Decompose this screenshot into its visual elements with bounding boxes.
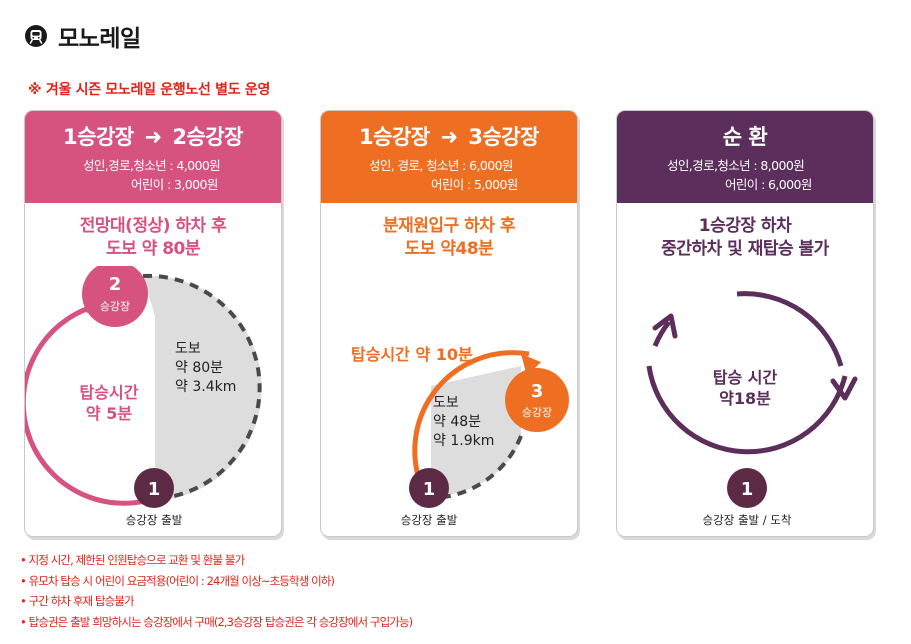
page-title-row: 모노레일 [24, 20, 141, 52]
footnote-item: • 탑승권은 출발 희망하시는 승강장에서 구매(2,3승강장 탑승권은 각 승… [20, 614, 413, 629]
ride-time-line-1: 탑승시간 [80, 383, 139, 402]
note-line-2: 도보 약48분 [404, 239, 494, 259]
walk-line-2: 약 80분 [175, 360, 223, 376]
loop-path-right [736, 291, 844, 367]
footnote-item: • 유모차 탑승 시 어린이 요금적용(어린이 : 24개월 이상~초등학생 이… [20, 573, 335, 588]
monorail-icon [25, 25, 47, 47]
footnotes: • 지정 시간, 제한된 인원탑승으로 교환 및 환불 불가 • 유모차 탑승 … [20, 550, 900, 632]
note-line-1: 분재원입구 하차 후 [383, 216, 515, 236]
note-line-2: 도보 약 80분 [105, 239, 201, 259]
stop-1-circle [727, 468, 767, 508]
start-label: 승강장 출발 [401, 513, 458, 527]
fare-adult: 성인,경로,청소년 : 4,000원 [83, 158, 221, 173]
loop-path-lower [646, 365, 848, 455]
page-title: 모노레일 [58, 26, 141, 52]
card-note: 분재원입구 하차 후 도보 약48분 [321, 215, 577, 261]
ride-time-line-1: 탑승 시간 [713, 368, 778, 387]
walk-line-3: 약 1.9km [433, 433, 494, 449]
route-title: 1승강장 ➜ 2승강장 [25, 121, 281, 151]
note-line-2: 중간하차 및 재탑승 불가 [661, 239, 829, 259]
footnote-item: • 구간 하차 후재 탑승불가 [20, 594, 135, 608]
route-arrow-icon: ➜ [440, 125, 458, 149]
stop-1-number: 1 [423, 479, 436, 500]
route-to: 3승강장 [468, 125, 539, 149]
card-note: 전망대(정상) 하차 후 도보 약 80분 [25, 215, 281, 261]
stop-1-circle [134, 468, 174, 508]
stop-2-circle [82, 266, 148, 327]
stop-3-label: 승강장 [522, 406, 552, 419]
ride-time: 탑승시간 약 10분 [351, 345, 473, 364]
walk-path-dashed [142, 273, 262, 501]
stop-3-circle [505, 368, 569, 432]
walk-area [143, 275, 262, 501]
fare-adult: 성인,경로,청소년 : 8,000원 [667, 158, 805, 173]
route-diagram: 3 승강장 탑승시간 약 10분 도보 약 48분 약 1.9km 1 승강장 … [351, 345, 569, 527]
route-card-1-to-2: 1승강장 ➜ 2승강장 성인,경로,청소년 : 4,000원 어린이 : 3,0… [25, 111, 281, 536]
stop-2-number: 2 [109, 274, 122, 295]
loop-arrow-left-icon [652, 313, 678, 339]
loop-arrow-right-icon [830, 376, 858, 401]
fare-child: 어린이 : 5,000원 [431, 177, 518, 192]
fare-child: 어린이 : 6,000원 [725, 177, 812, 192]
stop-1-number: 1 [148, 479, 161, 500]
route-card-1-to-3: 1승강장 ➜ 3승강장 성인, 경로, 청소년 : 6,000원 어린이 : 5… [321, 111, 577, 536]
card-header: 1승강장 ➜ 3승강장 성인, 경로, 청소년 : 6,000원 어린이 : 5… [321, 111, 577, 203]
walk-line-3: 약 3.4km [175, 379, 236, 395]
route-title: 순 환 [722, 125, 768, 149]
ride-time-line-2: 약18분 [719, 389, 771, 408]
walk-area [431, 366, 521, 497]
walk-line-2: 약 48분 [433, 414, 481, 430]
stop-3-number: 3 [531, 381, 544, 402]
ride-time-line-2: 약 5분 [86, 404, 132, 423]
loop-path-left [652, 320, 671, 348]
route-card-loop: 순 환 성인,경로,청소년 : 8,000원 어린이 : 6,000원 1승강장… [617, 111, 873, 536]
stop-1-circle [409, 468, 449, 508]
route-diagram: 탑승 시간 약18분 1 승강장 출발 / 도착 [646, 291, 858, 527]
route-title: 1승강장 ➜ 3승강장 [321, 121, 577, 151]
ride-path [25, 303, 154, 506]
walk-line-1: 도보 [433, 395, 459, 411]
start-label: 승강장 출발 / 도착 [703, 513, 792, 527]
ride-path [412, 350, 530, 500]
winter-notice: ※ 겨울 시즌 모노레일 운행노선 별도 운영 [28, 82, 271, 98]
fare-adult: 성인, 경로, 청소년 : 6,000원 [369, 158, 513, 173]
route-from: 1승강장 [359, 125, 430, 149]
route-diagram: 2 승강장 탑승시간 약 5분 도보 약 80분 약 3.4km 1 승강장 출… [25, 266, 262, 527]
route-to: 2승강장 [172, 125, 243, 149]
stop-2-label: 승강장 [100, 300, 130, 313]
walk-line-1: 도보 [175, 341, 201, 357]
card-note: 1승강장 하차 중간하차 및 재탑승 불가 [617, 215, 873, 261]
start-label: 승강장 출발 [126, 513, 183, 527]
fare-child: 어린이 : 3,000원 [131, 177, 218, 192]
note-line-1: 1승강장 하차 [698, 216, 792, 236]
route-from: 1승강장 [63, 125, 134, 149]
card-header: 순 환 성인,경로,청소년 : 8,000원 어린이 : 6,000원 [617, 111, 873, 203]
stop-1-number: 1 [741, 479, 754, 500]
footnote-item: • 지정 시간, 제한된 인원탑승으로 교환 및 환불 불가 [20, 553, 245, 567]
card-header: 1승강장 ➜ 2승강장 성인,경로,청소년 : 4,000원 어린이 : 3,0… [25, 111, 281, 203]
note-line-1: 전망대(정상) 하차 후 [79, 216, 227, 236]
route-arrow-icon: ➜ [144, 125, 162, 149]
